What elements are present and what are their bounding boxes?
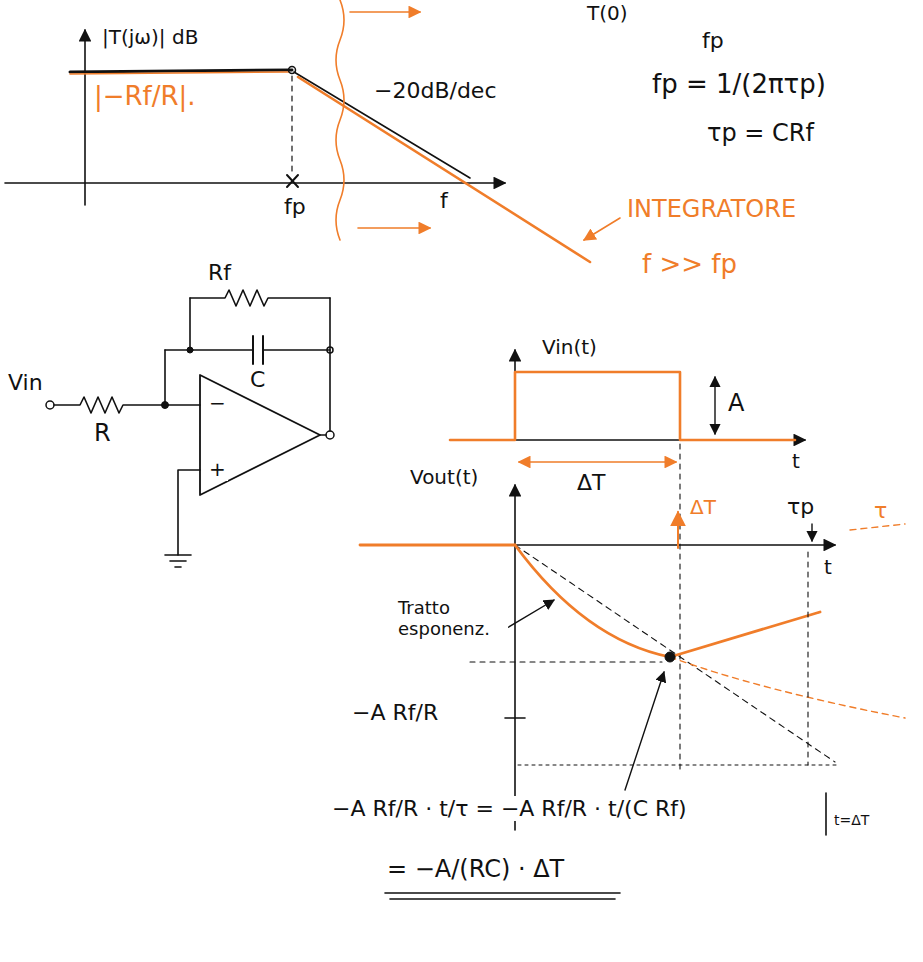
flat-gain-highlight (70, 72, 289, 74)
region-condition: f >> fp (640, 250, 739, 280)
ground-symbol (175, 566, 181, 568)
output-curve (515, 545, 670, 657)
region-label: INTEGRATORE (625, 196, 798, 224)
axis-label: t (822, 556, 834, 579)
axis-label: Vout(t) (408, 466, 480, 489)
leader-arrow (507, 600, 554, 628)
tau-mark (850, 524, 905, 530)
component-label: Rf (206, 260, 233, 285)
guide-line (470, 661, 662, 662)
guide-line (679, 444, 680, 770)
region-divider (336, 0, 344, 240)
component-label: R (92, 420, 113, 448)
leader-arrow (584, 218, 620, 240)
axis-label: Vin(t) (540, 336, 599, 359)
axis-label: |T(jω)| dB (100, 26, 200, 49)
time-axis (360, 544, 835, 546)
minimum-point (665, 652, 675, 662)
wire (164, 350, 166, 405)
ground-symbol (165, 554, 191, 556)
time-constant-label: τp (785, 494, 816, 519)
signal-name: Vin (6, 370, 45, 395)
resistor-symbol (54, 397, 200, 413)
input-pulse (450, 372, 795, 440)
duration-label: ΔT (575, 470, 608, 495)
note-text: Tratto esponenz. (396, 598, 508, 639)
frequency-axis (5, 182, 505, 184)
formula: = −A/(RC) · ΔT (385, 856, 566, 884)
note-text: T(0) (585, 2, 630, 25)
pin-label: + (207, 458, 228, 481)
pole-guide (291, 76, 292, 172)
output-terminal (326, 431, 334, 439)
output-baseline (360, 544, 515, 547)
wire (165, 349, 253, 351)
capacitor-symbol (262, 336, 264, 364)
output-recovery (670, 612, 820, 657)
opamp-symbol (200, 375, 320, 495)
wire (263, 349, 330, 351)
wire (329, 298, 331, 431)
time-marker-label: ΔT (688, 496, 718, 519)
amplitude-label: A (726, 390, 746, 418)
time-constant-label: τ (872, 498, 889, 523)
formula: −A Rf/R · t/τ = −A Rf/R · t/(C Rf) (330, 796, 689, 821)
wire (189, 298, 191, 350)
ramp-asymptote (515, 545, 835, 762)
leader-arrow (625, 672, 664, 790)
pole-mark (287, 175, 298, 187)
wire (320, 434, 326, 436)
axis-label: t (790, 450, 802, 473)
region-arrow (350, 11, 420, 13)
wire (178, 470, 200, 555)
rolloff-highlight (298, 77, 590, 262)
axis-label: f (438, 188, 450, 213)
vout-axis (514, 485, 516, 830)
resistor-symbol (190, 290, 330, 306)
input-terminal (46, 401, 54, 409)
pole-label: fp (282, 194, 308, 219)
gain-value: |−Rf/R|. (92, 82, 198, 112)
formula: τp = CRf (705, 120, 816, 148)
amplitude-arrow (714, 377, 715, 434)
result-underline (390, 898, 615, 900)
component-label: C (248, 367, 267, 392)
ground-symbol (170, 560, 186, 562)
evaluation-bar (825, 793, 827, 835)
time-marker (677, 512, 679, 548)
level-line (518, 765, 840, 766)
time-marker (811, 524, 812, 541)
duration-arrow (519, 461, 676, 463)
junction-dot (162, 402, 169, 409)
formula: t=ΔT (832, 812, 871, 828)
formula: fp = 1/(2πτp) (650, 70, 828, 100)
level-label: −A Rf/R (350, 700, 440, 725)
note-text: fp (700, 28, 726, 53)
slope-label: −20dB/dec (372, 78, 499, 103)
region-arrow (358, 227, 430, 229)
level-tick (505, 717, 525, 719)
pole-mark (287, 175, 298, 187)
result-underline (385, 892, 620, 894)
pin-label: − (207, 392, 228, 415)
guide-line (807, 552, 808, 765)
capacitor-symbol (252, 336, 254, 364)
exponential-continuation (670, 657, 905, 718)
magnitude-axis (84, 30, 86, 205)
